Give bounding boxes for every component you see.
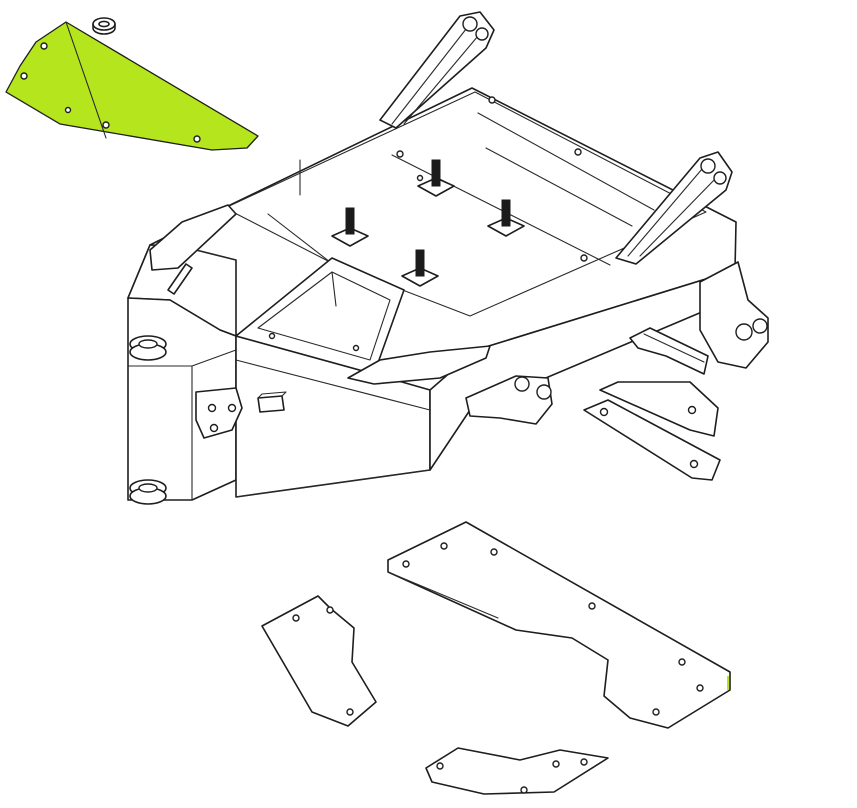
- left-bottom-plate[interactable]: [261, 595, 377, 727]
- rear-bracket-plates[interactable]: [583, 327, 721, 481]
- main-frame[interactable]: [127, 11, 769, 505]
- large-bottom-plate[interactable]: [387, 521, 731, 729]
- highlighted-side-panel[interactable]: [5, 21, 259, 151]
- washer[interactable]: [92, 17, 116, 35]
- highlight-mark: [727, 676, 729, 690]
- lower-bottom-plate[interactable]: [425, 747, 609, 795]
